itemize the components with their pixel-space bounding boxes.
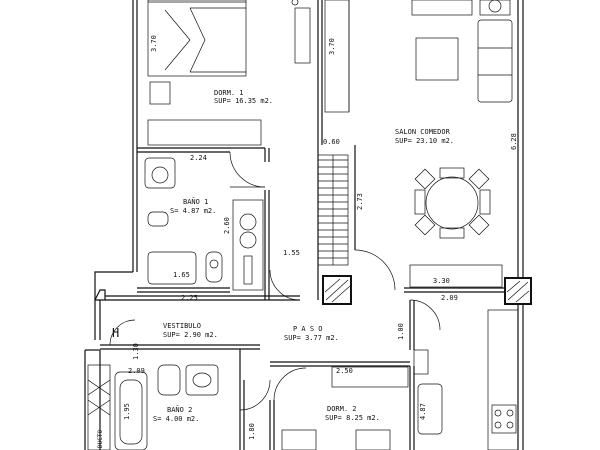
- dimension-label: 3.70: [328, 38, 336, 55]
- dimension-label: 3.70: [150, 35, 158, 52]
- wall-column: [94, 289, 106, 301]
- bidet-bano1: [147, 211, 169, 227]
- dimension-label: 3.30: [433, 277, 450, 285]
- dimension-label: 2.73: [356, 193, 364, 210]
- desk-dorm2: [331, 366, 409, 388]
- kitchen-counter: [487, 309, 519, 450]
- dimension-label: 1.80: [248, 423, 256, 440]
- column-hatch: [324, 278, 530, 303]
- door-paso: [269, 269, 301, 301]
- room-area-dorm1: SUP= 16.35 m2.: [214, 97, 273, 105]
- duct-shaft: [87, 364, 111, 450]
- dimension-labels: 3.70 3.70 0.60 6.28 2.24 2.73 2.60 1.55 …: [123, 35, 518, 440]
- fridge: [417, 383, 443, 435]
- dimension-label: 2.09: [441, 294, 458, 302]
- sink-bano2: [185, 364, 219, 396]
- nightstand: [149, 81, 171, 105]
- door-swings: [109, 151, 441, 411]
- chair: [439, 227, 465, 239]
- dimension-label: 1.55: [283, 249, 300, 257]
- dimension-label: 1.65: [173, 271, 190, 279]
- pantry: [413, 349, 429, 375]
- room-area-bano2: S= 4.00 m2.: [153, 415, 199, 423]
- room-area-vestibulo: SUP= 2.90 m2.: [163, 331, 218, 339]
- chair: [439, 167, 465, 179]
- side-table: [479, 0, 511, 16]
- shower-bano1: [232, 199, 264, 291]
- staircase: [317, 154, 349, 266]
- chair: [468, 214, 490, 236]
- dining-table: [425, 176, 479, 230]
- bathtub-bano1: [147, 251, 197, 285]
- bed-sheet-fold: [164, 9, 191, 71]
- room-area-bano1: S= 4.87 m2.: [170, 207, 216, 215]
- door-vestibulo: [109, 319, 136, 346]
- room-name-bano2: BAÑO 2: [167, 405, 192, 414]
- toilet-bano1: [205, 251, 223, 283]
- furniture: [87, 0, 519, 450]
- room-area-salon: SUP= 23.10 m2.: [395, 137, 454, 145]
- door-kitchen: [409, 299, 441, 331]
- chair: [468, 168, 490, 190]
- dimension-label: 1.30: [132, 343, 140, 360]
- sofa: [477, 19, 513, 103]
- coffee-table: [415, 37, 459, 81]
- dimension-label: 2.60: [223, 217, 231, 234]
- chair: [414, 168, 436, 190]
- dimension-label: 1.00: [397, 323, 405, 340]
- bidet-bano2: [157, 364, 181, 396]
- stove: [491, 404, 517, 434]
- chair: [414, 189, 426, 215]
- room-name-bano1: BAÑO 1: [183, 197, 208, 206]
- bed-dorm2-b: [355, 429, 391, 450]
- dimension-label: 6.28: [510, 133, 518, 150]
- counter: [409, 264, 503, 288]
- dimension-label: 2.09: [128, 367, 145, 375]
- dimension-label: 2.50: [336, 367, 353, 375]
- sink-bano1: [144, 157, 176, 189]
- dimension-label: 2.24: [190, 154, 207, 162]
- armchair-top: [411, 0, 473, 16]
- room-area-dorm2: SUP= 8.25 m2.: [325, 414, 380, 422]
- bed-dorm2: [281, 429, 317, 450]
- room-name-vestibulo: VESTIBULO: [163, 322, 201, 330]
- room-labels: DORM. 1 SUP= 16.35 m2. SALON COMEDOR SUP…: [153, 89, 454, 423]
- dimension-label: 0.60: [323, 138, 340, 146]
- entrance-label: H: [112, 326, 119, 340]
- dimension-label: 2.25: [181, 294, 198, 302]
- door-bano2: [239, 379, 271, 411]
- wardrobe-small: [294, 7, 311, 64]
- door-dorm2: [273, 367, 307, 401]
- duct-label: DUCTO: [97, 430, 104, 448]
- desk-dorm1: [147, 119, 262, 146]
- lamp: [488, 0, 502, 13]
- room-name-dorm1: DORM. 1: [214, 89, 244, 97]
- bed-dorm1: [147, 0, 247, 77]
- dimension-label: 1.95: [123, 403, 131, 420]
- room-name-dorm2: DORM. 2: [327, 405, 357, 413]
- closet-dorm1: [324, 0, 350, 113]
- chair: [414, 214, 436, 236]
- room-name-paso: P A S O: [293, 325, 323, 333]
- room-area-paso: SUP= 3.77 m2.: [284, 334, 339, 342]
- bathtub-bano2: [114, 371, 148, 450]
- room-name-salon: SALON COMEDOR: [395, 128, 451, 136]
- door-salon: [354, 249, 396, 291]
- dimension-label: 4.87: [419, 403, 427, 420]
- door-bano1: [229, 151, 266, 188]
- walls: [84, 0, 532, 450]
- chair: [479, 189, 491, 215]
- wall-step-left: [94, 271, 133, 300]
